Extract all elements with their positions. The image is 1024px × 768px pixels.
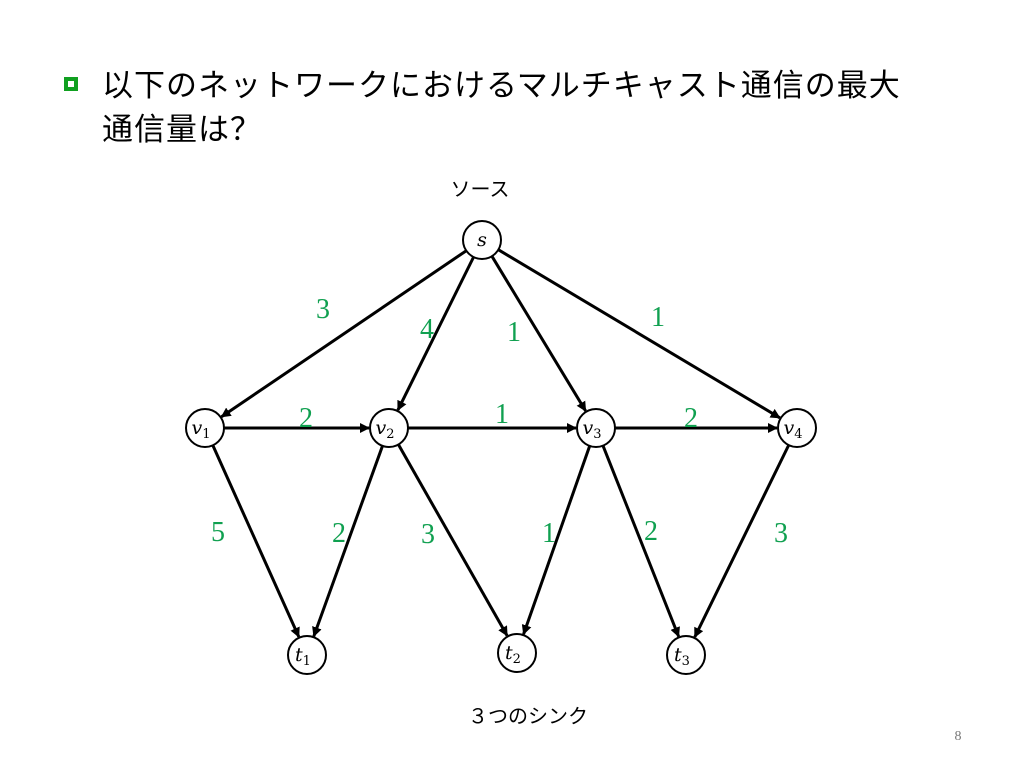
node-subscript-t3: 3 [682, 654, 690, 669]
edges-layer [211, 248, 791, 638]
capacity-label-v3-t2: 1 [542, 518, 556, 549]
question-text: 以下のネットワークにおけるマルチキャスト通信の最大 通信量は？ [102, 64, 952, 152]
node-subscript-v4: 4 [794, 427, 802, 442]
node-label-t1: t1 [295, 644, 311, 669]
node-label-v2: v2 [375, 417, 394, 442]
edge-s-v2 [396, 256, 475, 411]
node-t1: t1 [287, 635, 327, 675]
capacity-label-v2-v3: 1 [495, 399, 509, 430]
node-subscript-v1: 1 [202, 427, 210, 442]
capacity-labels-layer: 3 4 1 1 2 1 2 5 2 3 1 2 3 [211, 294, 788, 550]
edge-v1-t1 [211, 444, 301, 638]
node-letter-v3: v [582, 417, 593, 439]
node-circle-v3 [576, 408, 616, 448]
capacity-label-v2-t2: 3 [421, 519, 435, 550]
bullet-square-icon [64, 77, 78, 91]
capacity-label-v3-t3: 2 [644, 516, 658, 547]
capacity-label-s-v2: 4 [420, 314, 434, 345]
sink-caption: ３つのシンク [468, 704, 588, 728]
page-number: 8 [955, 729, 962, 744]
capacity-label-s-v4: 1 [651, 302, 665, 333]
node-label-v4: v4 [783, 417, 802, 442]
capacity-label-v2-t1: 2 [332, 518, 346, 549]
node-v2: v2 [369, 408, 409, 448]
capacity-label-v1-v2: 2 [299, 403, 313, 434]
node-letter-v1: v [191, 417, 202, 439]
edge-v3-t2 [521, 445, 592, 636]
node-circle-v2 [369, 408, 409, 448]
capacity-label-v3-v4: 2 [684, 403, 698, 434]
node-label-v3: v3 [582, 417, 601, 442]
node-subscript-v3: 3 [593, 427, 601, 442]
node-circle-t2 [497, 633, 537, 673]
edge-s-v1 [220, 249, 468, 419]
edge-v2-t2 [397, 443, 509, 637]
node-label-t2: t2 [505, 642, 521, 667]
source-caption: ソース [451, 177, 510, 201]
node-subscript-t2: 2 [513, 652, 521, 667]
question-line-2: 通信量は？ [102, 112, 262, 148]
node-t3: t3 [666, 635, 706, 675]
node-letter-t3: t [674, 644, 682, 666]
node-circle-s [462, 220, 502, 260]
capacity-label-s-v3: 1 [507, 317, 521, 348]
node-circle-v1 [185, 408, 225, 448]
node-letter-t1: t [295, 644, 303, 666]
capacity-label-s-v1: 3 [316, 294, 330, 325]
node-s: s [462, 220, 502, 260]
edge-s-v4 [497, 248, 781, 420]
node-circle-t1 [287, 635, 327, 675]
node-letter-t2: t [505, 642, 513, 664]
node-subscript-t1: 1 [303, 654, 311, 669]
node-label-t3: t3 [674, 644, 690, 669]
question-line-1: 以下のネットワークにおけるマルチキャスト通信の最大 [102, 68, 901, 104]
capacity-label-v1-t1: 5 [211, 517, 225, 548]
node-v3: v3 [576, 408, 616, 448]
node-letter-v4: v [783, 417, 794, 439]
node-letter-v2: v [375, 417, 386, 439]
edge-v4-t3 [693, 444, 791, 638]
capacity-label-v4-t3: 3 [774, 518, 788, 549]
edge-v2-t1 [312, 445, 384, 638]
node-letter-s: s [477, 229, 487, 251]
node-circle-t3 [666, 635, 706, 675]
node-v1: v1 [185, 408, 225, 448]
node-label-s: s [477, 229, 487, 251]
edge-v3-t3 [601, 445, 680, 638]
node-circle-v4 [777, 408, 817, 448]
node-subscript-v2: 2 [386, 427, 394, 442]
node-t2: t2 [497, 633, 537, 673]
node-v4: v4 [777, 408, 817, 448]
node-label-v1: v1 [191, 417, 210, 442]
edge-s-v3 [490, 255, 587, 412]
